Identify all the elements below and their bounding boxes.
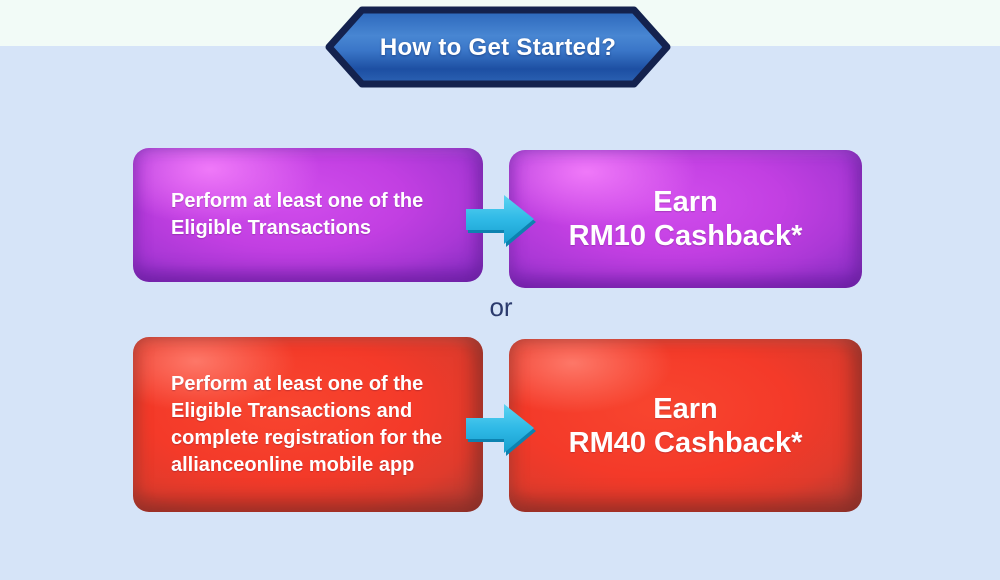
reward-text-line: Earn xyxy=(653,186,718,218)
step-text-line: allianceonline mobile app xyxy=(171,453,415,476)
reward-text-line: RM10 Cashback* xyxy=(568,220,803,252)
step-text-line: Perform at least one of the xyxy=(171,190,424,212)
reward-box-rm40: Earn RM40 Cashback* xyxy=(509,339,862,512)
step-box-rm10: Perform at least one of the Eligible Tra… xyxy=(133,148,483,282)
step-text-line: complete registration for the xyxy=(171,426,443,449)
reward-box-rm10: Earn RM10 Cashback* xyxy=(509,150,862,288)
or-connector-label: or xyxy=(489,292,513,322)
arrow-right-icon xyxy=(466,195,536,247)
header-banner: How to Get Started? xyxy=(325,6,671,88)
step-box-rm40: Perform at least one of the Eligible Tra… xyxy=(133,337,483,512)
reward-text-line: Earn xyxy=(653,392,718,425)
step-text-line: Eligible Transactions and xyxy=(171,399,413,422)
reward-text-line: RM40 Cashback* xyxy=(568,426,803,459)
step-text-line: Eligible Transactions xyxy=(171,217,372,239)
banner-title: How to Get Started? xyxy=(379,34,617,61)
banner-hexagon-shape xyxy=(325,6,671,88)
step-text-line: Perform at least one of the xyxy=(171,372,424,395)
arrow-right-icon xyxy=(466,404,536,456)
